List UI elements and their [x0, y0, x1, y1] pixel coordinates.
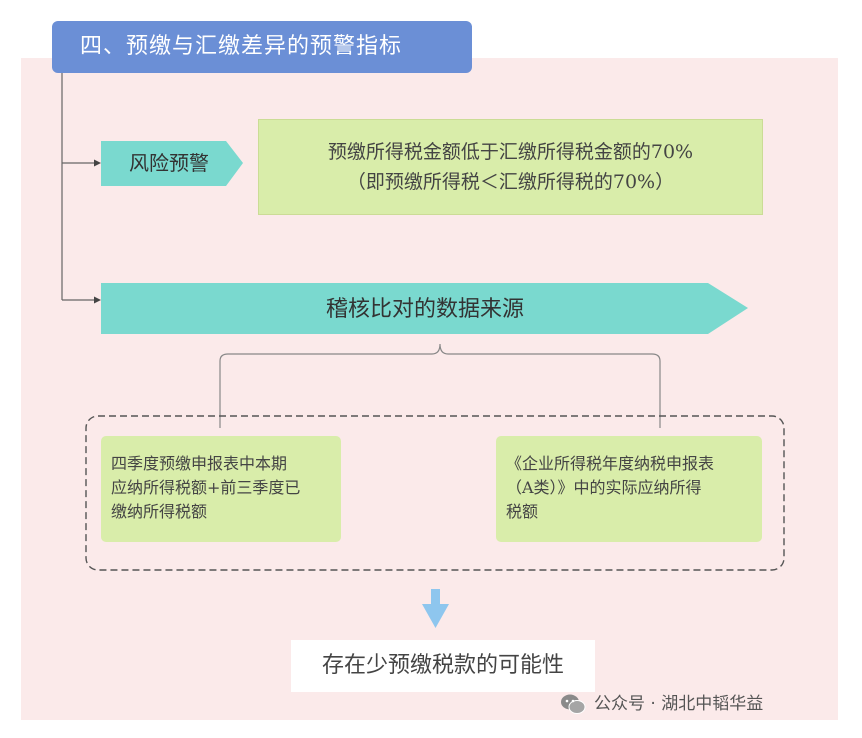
branch-risk-arrowhead — [94, 159, 101, 167]
source-right-line-2: （A类）》中的实际应纳所得 — [506, 478, 702, 497]
sources-group-frame — [85, 415, 785, 571]
arrow-down-icon — [422, 589, 449, 628]
risk-description-box: 预缴所得税金额低于汇缴所得税金额的70% （即预缴所得税＜汇缴所得税的70%） — [258, 119, 763, 215]
risk-tag-shape — [101, 141, 243, 186]
conclusion-box: 存在少预缴税款的可能性 — [291, 640, 595, 692]
source-left-line-3: 缴纳所得税额 — [111, 502, 208, 521]
section-title: 四、预缴与汇缴差异的预警指标 — [52, 21, 472, 73]
source-right-line-1: 《企业所得税年度纳税申报表 — [506, 454, 715, 473]
wechat-icon — [561, 694, 586, 714]
source-right-line-3: 税额 — [506, 502, 539, 521]
watermark-text: 公众号 · 湖北中韬华益 — [594, 694, 764, 714]
brace — [219, 343, 661, 428]
source-box-annual: 《企业所得税年度纳税申报表 （A类）》中的实际应纳所得 税额 — [496, 436, 762, 542]
source-left-line-1: 四季度预缴申报表中本期 — [111, 454, 288, 473]
source-box-quarterly: 四季度预缴申报表中本期 应纳所得税额+前三季度已 缴纳所得税额 — [101, 436, 341, 542]
watermark: 公众号 · 湖北中韬华益 — [560, 690, 763, 718]
risk-line-1: 预缴所得税金额低于汇缴所得税金额的70% — [327, 141, 694, 163]
risk-line-2: （即预缴所得税＜汇缴所得税的70%） — [346, 171, 675, 193]
branch-source-arrowhead — [94, 296, 101, 304]
risk-tag-label: 风险预警 — [129, 151, 209, 175]
source-left-line-2: 应纳所得税额+前三季度已 — [111, 478, 301, 497]
sources-heading-shape — [101, 283, 748, 334]
sources-heading-label: 稽核比对的数据来源 — [326, 297, 524, 322]
